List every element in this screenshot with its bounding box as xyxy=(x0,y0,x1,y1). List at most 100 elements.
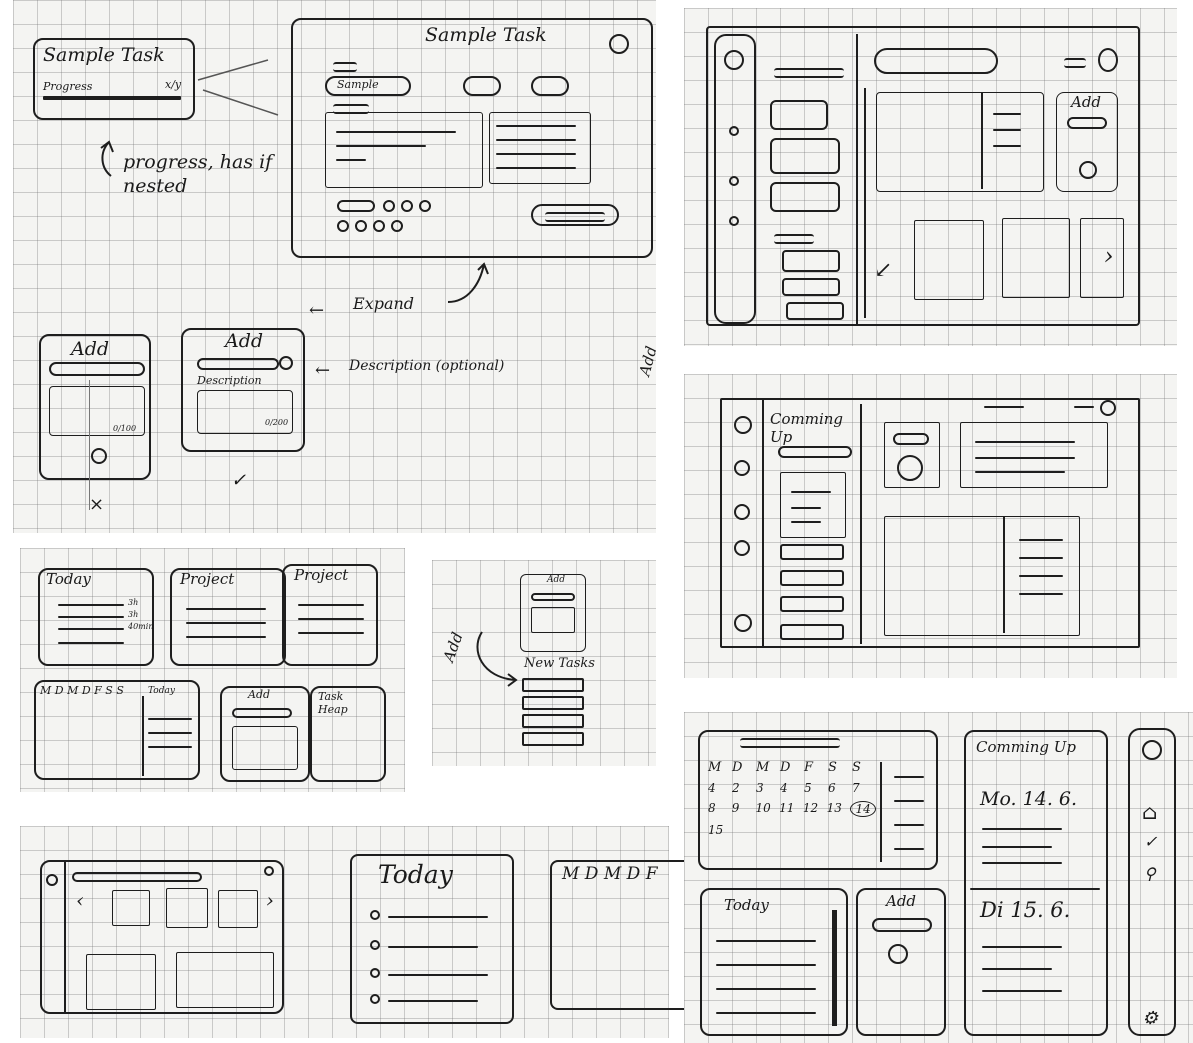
sidebar-nav-icon[interactable] xyxy=(729,176,739,186)
project-card[interactable] xyxy=(1080,218,1124,298)
project-card[interactable] xyxy=(1002,218,1070,298)
day-cell[interactable]: 8 xyxy=(708,801,732,817)
quick-add-input[interactable] xyxy=(893,433,929,445)
project-card[interactable]: Project xyxy=(170,568,286,666)
home-icon[interactable]: ⌂ xyxy=(1142,800,1157,824)
day-cell[interactable]: 12 xyxy=(803,801,827,817)
upcoming-card[interactable] xyxy=(780,472,846,538)
new-task-item[interactable] xyxy=(522,732,584,746)
day-cell[interactable]: 2 xyxy=(732,781,756,795)
add-input[interactable] xyxy=(1067,117,1107,129)
new-task-item[interactable] xyxy=(522,696,584,710)
weekdays: M D M D F S S xyxy=(40,684,124,697)
day-cell[interactable]: 11 xyxy=(779,801,803,817)
sidebar-nav-icon[interactable] xyxy=(729,126,739,136)
task-checkbox[interactable] xyxy=(370,910,380,920)
add-title: Add xyxy=(547,575,565,585)
day-cell[interactable]: 15 xyxy=(708,823,732,837)
settings-icon[interactable] xyxy=(734,614,752,632)
new-task-item[interactable] xyxy=(522,714,584,728)
mini-card[interactable] xyxy=(218,890,258,928)
weekday: D xyxy=(732,760,756,775)
add-plus-icon[interactable] xyxy=(1079,161,1097,179)
add-input[interactable] xyxy=(232,708,292,718)
upcoming-item[interactable] xyxy=(780,624,844,640)
search-input[interactable] xyxy=(874,48,998,74)
nav-icon[interactable] xyxy=(734,460,750,476)
day-cell[interactable]: 7 xyxy=(852,781,876,795)
upcoming-item[interactable] xyxy=(780,544,844,560)
sketch-mini-layouts: ‹ › Today M D M D F xyxy=(20,826,669,1038)
project-card[interactable] xyxy=(914,220,984,300)
chevron-left-icon[interactable]: ‹ xyxy=(76,888,84,912)
new-task-item[interactable] xyxy=(522,678,584,692)
add-plus-icon[interactable] xyxy=(897,455,923,481)
add-name-input[interactable] xyxy=(49,362,145,376)
sidebar-logo-icon[interactable] xyxy=(724,50,744,70)
time-1: 3h xyxy=(128,598,138,607)
task-heap-panel: Task Heap xyxy=(310,686,386,782)
logo-icon[interactable] xyxy=(734,416,752,434)
upcoming-item[interactable] xyxy=(780,570,844,586)
avatar[interactable] xyxy=(1098,48,1118,72)
task-checkbox[interactable] xyxy=(370,940,380,950)
list-item[interactable] xyxy=(786,302,844,320)
add-description[interactable] xyxy=(531,607,575,633)
modal-field-2[interactable] xyxy=(531,76,569,96)
modal-description-area[interactable] xyxy=(325,112,483,188)
day-cell[interactable]: 10 xyxy=(755,801,779,817)
task-checkbox[interactable] xyxy=(370,968,380,978)
tag-dot xyxy=(401,200,413,212)
add-plus-icon-2[interactable] xyxy=(279,356,293,370)
task-checkbox[interactable] xyxy=(370,994,380,1004)
mini-card[interactable] xyxy=(112,890,150,926)
day-cell[interactable]: 13 xyxy=(827,801,851,817)
add-plus-icon[interactable] xyxy=(888,944,908,964)
search-input[interactable] xyxy=(72,872,202,882)
mini-card[interactable] xyxy=(166,888,208,928)
project-card[interactable]: Project xyxy=(282,564,378,666)
add-description-input-2[interactable] xyxy=(197,390,293,434)
logo-icon[interactable] xyxy=(1142,740,1162,760)
day-cell[interactable]: 5 xyxy=(804,781,828,795)
close-icon[interactable] xyxy=(609,34,629,54)
pin-icon[interactable]: ⚲ xyxy=(1144,864,1156,883)
day-cell[interactable]: 6 xyxy=(828,781,852,795)
upcoming-item[interactable] xyxy=(780,596,844,612)
task-modal: Sample Task Sample xyxy=(291,18,653,258)
list-item[interactable] xyxy=(770,138,840,174)
day-cell[interactable]: 4 xyxy=(780,781,804,795)
modal-tag[interactable]: Sample xyxy=(325,76,411,96)
side-nav: ⌂ ✓ ⚲ ⚙ xyxy=(1128,728,1176,1036)
sidebar-nav-icon[interactable] xyxy=(729,216,739,226)
modal-tag-row-1[interactable] xyxy=(337,200,375,212)
modal-save-button[interactable] xyxy=(531,204,619,226)
add-name-input-2[interactable] xyxy=(197,358,279,370)
add-input[interactable] xyxy=(872,918,932,932)
gear-icon[interactable]: ⚙ xyxy=(1142,1008,1158,1029)
check-icon[interactable]: ✓ xyxy=(1144,832,1157,851)
sample-task-card[interactable]: Sample Task Progress x/y xyxy=(33,38,195,120)
logo-icon[interactable] xyxy=(46,874,58,886)
avatar[interactable] xyxy=(264,866,274,876)
day-cell[interactable]: 4 xyxy=(708,781,732,795)
day-cell[interactable]: 3 xyxy=(756,781,780,795)
day-cell[interactable]: 9 xyxy=(732,801,756,817)
day-cell-selected[interactable]: 14 xyxy=(850,801,876,817)
list-item[interactable] xyxy=(782,250,840,272)
list-item[interactable] xyxy=(770,182,840,212)
chevron-right-icon[interactable]: › xyxy=(1104,242,1114,270)
list-item[interactable] xyxy=(782,278,840,296)
chevron-right-icon[interactable]: › xyxy=(266,888,274,912)
list-item[interactable] xyxy=(770,100,828,130)
progress-bar xyxy=(43,96,181,100)
avatar[interactable] xyxy=(1100,400,1116,416)
nav-icon[interactable] xyxy=(734,540,750,556)
nav-icon[interactable] xyxy=(734,504,750,520)
modal-field-1[interactable] xyxy=(463,76,501,96)
add-plus-icon[interactable] xyxy=(91,448,107,464)
today-card[interactable]: Today 3h 3h 40min xyxy=(38,568,154,666)
add-input[interactable] xyxy=(531,593,575,601)
add-description[interactable] xyxy=(232,726,298,770)
upcoming-pill[interactable] xyxy=(778,446,852,458)
